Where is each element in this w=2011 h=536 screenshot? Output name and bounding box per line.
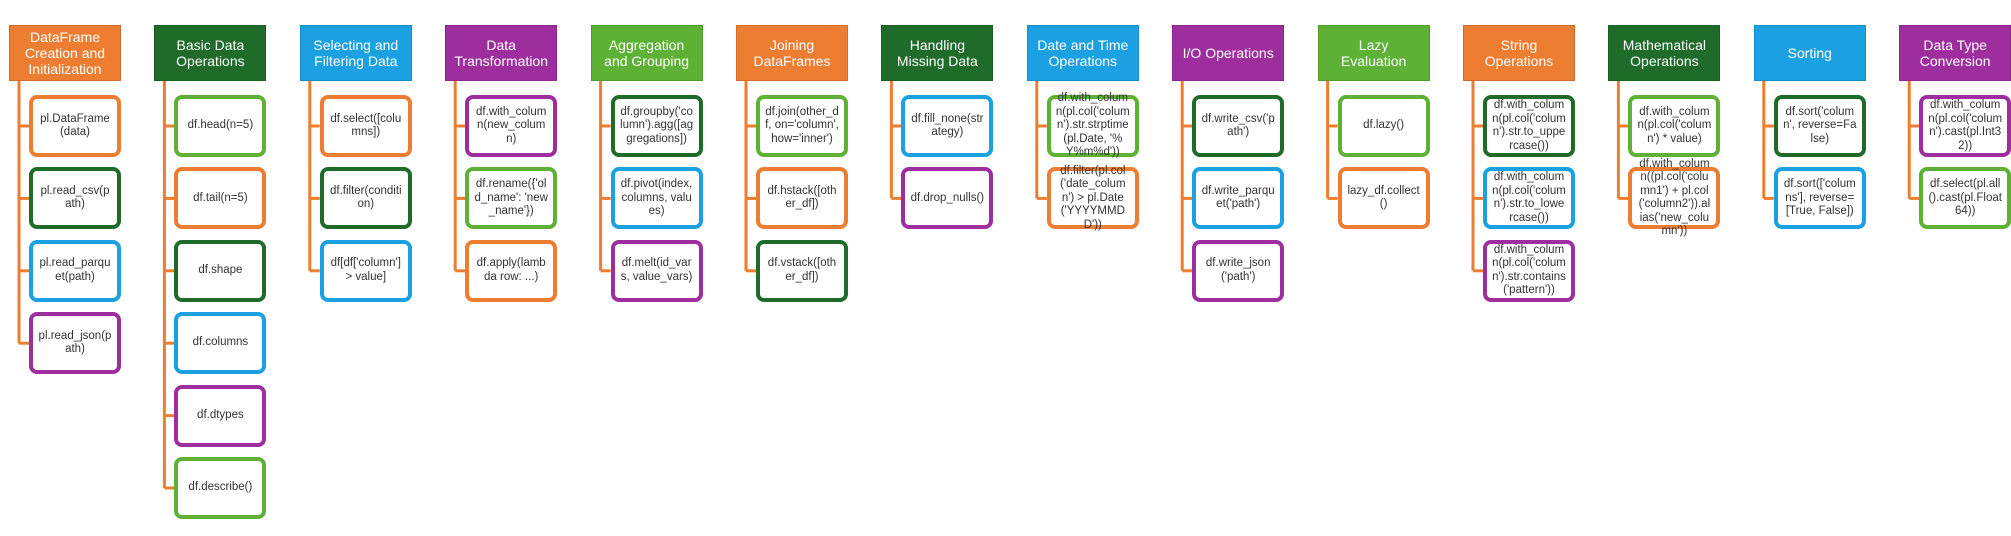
node-handling-missing-data-1: df.fill_none(strategy) (901, 95, 994, 157)
node-lazy-evaluation-1: df.lazy() (1337, 95, 1430, 157)
node-basic-data-operations-4: df.columns (174, 312, 267, 375)
node-dataframe-creation-2: pl.read_csv(path) (29, 167, 121, 230)
node-lazy-evaluation-2: lazy_df.collect() (1337, 167, 1430, 230)
header-sorting: Sorting (1753, 25, 1866, 81)
node-selecting-filtering-1: df.select([columns]) (319, 95, 412, 157)
header-io-operations: I/O Operations (1172, 25, 1285, 81)
node-joining-dataframes-2: df.hstack([other_df]) (756, 167, 848, 230)
node-io-operations-1: df.write_csv('path') (1192, 95, 1285, 157)
node-dataframe-creation-1: pl.DataFrame(data) (29, 95, 121, 157)
header-data-type-conversion: Data Type Conversion (1899, 25, 2011, 81)
node-mathematical-operations-1: df.with_column(pl.col('column') * value) (1628, 95, 1721, 157)
node-aggregation-grouping-2: df.pivot(index, columns, values) (610, 167, 703, 230)
node-mathematical-operations-2: df.with_column((pl.col('column1') + pl.c… (1628, 158, 1721, 237)
header-selecting-filtering: Selecting and Filtering Data (299, 25, 412, 81)
node-aggregation-grouping-1: df.groupby('column').agg([aggregations]) (610, 95, 703, 157)
node-basic-data-operations-3: df.shape (174, 239, 267, 302)
node-data-transformation-3: df.apply(lambda row: ...) (465, 239, 558, 302)
node-data-transformation-1: df.with_column(new_column) (465, 95, 558, 157)
node-basic-data-operations-6: df.describe() (174, 457, 267, 519)
header-data-transformation: Data Transformation (445, 25, 558, 81)
node-joining-dataframes-1: df.join(other_df, on='column', how='inne… (756, 95, 848, 157)
header-lazy-evaluation: Lazy Evaluation (1317, 25, 1430, 81)
node-string-operations-1: df.with_column(pl.col('column').str.to_u… (1483, 95, 1575, 157)
node-selecting-filtering-3: df[df['column'] > value] (319, 239, 412, 302)
node-aggregation-grouping-3: df.melt(id_vars, value_vars) (610, 239, 703, 302)
node-data-type-conversion-1: df.with_column(pl.col('column').cast(pl.… (1919, 95, 2011, 157)
header-dataframe-creation: DataFrame Creation and Initialization (9, 25, 121, 81)
node-dataframe-creation-3: pl.read_parquet(path) (29, 239, 121, 302)
header-joining-dataframes: Joining DataFrames (736, 25, 848, 81)
node-handling-missing-data-2: df.drop_nulls() (901, 167, 994, 230)
header-mathematical-operations: Mathematical Operations (1608, 25, 1721, 81)
node-selecting-filtering-2: df.filter(condition) (319, 167, 412, 230)
node-dataframe-creation-4: pl.read_json(path) (29, 312, 121, 375)
node-date-time-operations-1: df.with_column(pl.col('column').str.strp… (1046, 92, 1139, 158)
node-sorting-2: df.sort(['columns'], reverse=[True, Fals… (1773, 167, 1866, 230)
header-date-time-operations: Date and Time Operations (1026, 25, 1139, 81)
node-io-operations-2: df.write_parquet('path') (1192, 167, 1285, 230)
header-string-operations: String Operations (1463, 25, 1575, 81)
node-string-operations-2: df.with_column(pl.col('column').str.to_l… (1483, 167, 1575, 230)
header-aggregation-grouping: Aggregation and Grouping (590, 25, 703, 81)
node-basic-data-operations-2: df.tail(n=5) (174, 167, 267, 230)
node-sorting-1: df.sort('column', reverse=False) (1773, 95, 1866, 157)
node-date-time-operations-2: df.filter(pl.col('date_column') > pl.Dat… (1046, 165, 1139, 231)
node-data-transformation-2: df.rename({'old_name': 'new_name'}) (465, 167, 558, 230)
node-string-operations-3: df.with_column(pl.col('column').str.cont… (1483, 239, 1575, 302)
node-basic-data-operations-5: df.dtypes (174, 384, 267, 447)
node-data-type-conversion-2: df.select(pl.all().cast(pl.Float64)) (1919, 167, 2011, 230)
node-joining-dataframes-3: df.vstack([other_df]) (756, 239, 848, 302)
node-io-operations-3: df.write_json('path') (1192, 239, 1285, 302)
header-handling-missing-data: Handling Missing Data (881, 25, 994, 81)
node-basic-data-operations-1: df.head(n=5) (174, 95, 267, 157)
header-basic-data-operations: Basic Data Operations (154, 25, 267, 81)
